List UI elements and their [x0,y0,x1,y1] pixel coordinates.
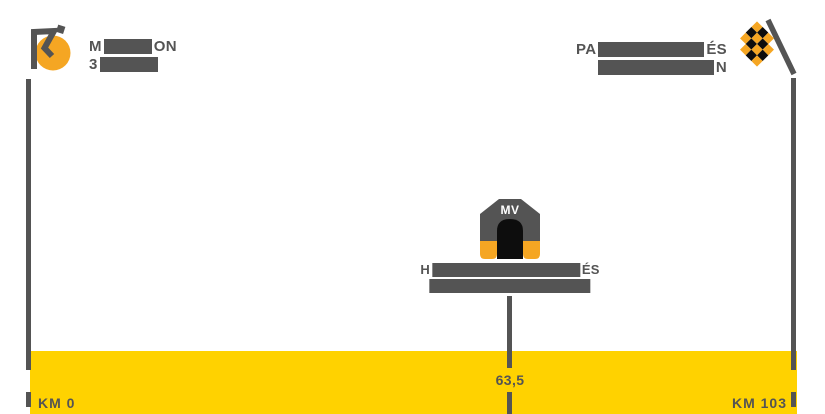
flag-pole [765,18,797,76]
start-line2-prefix: 3 [89,56,98,73]
right-axis-line-lower [791,392,796,407]
rider-start-icon [31,24,71,71]
intermediate-label-line1: H ÉS [420,262,599,277]
finish-line2-suffix: N [715,59,727,76]
rider-body [31,27,60,69]
left-axis-line-lower [26,392,31,407]
arch-opening [497,219,523,259]
redacted-text-bar [429,278,591,293]
arch-foot-right [523,241,540,259]
finish-label-line2: N [576,59,727,76]
intermediate-marker-line [507,296,512,368]
redacted-text-bar [597,60,714,75]
redacted-text-bar [99,57,158,72]
distance-band [30,351,797,414]
intermediate-line1-prefix: H [420,262,430,277]
km-end-label: KM 103 [731,395,787,411]
checkered-flag-icon [740,18,797,76]
arch-foot-left [480,241,497,259]
start-line1-suffix: ON [153,38,177,55]
start-label-line1: M ON [89,38,177,55]
finish-location-label: PA ÉS N [576,41,727,77]
finish-line1-prefix: PA [576,41,597,58]
left-axis-line [26,79,31,370]
right-axis-line [791,78,796,370]
start-line1-prefix: M [89,38,102,55]
finish-line1-suffix: ÉS [706,41,727,58]
start-label-line2: 3 [89,56,177,73]
redacted-text-bar [103,39,152,54]
finish-label-line1: PA ÉS [576,41,727,58]
redacted-text-bar [431,262,580,277]
intermediate-label-line2 [420,278,599,293]
intermediate-km-value: 63,5 [495,372,525,388]
intermediate-line1-suffix: ÉS [581,262,600,277]
redacted-text-bar [598,42,705,57]
km-start-label: KM 0 [38,395,76,411]
intermediate-marker-line-lower [507,392,512,414]
mv-arch-icon: MV [480,199,540,259]
start-location-label: M ON 3 [89,38,177,74]
intermediate-location-label: H ÉS [420,262,599,294]
mv-badge: MV [501,203,520,217]
rider-head [55,24,66,35]
